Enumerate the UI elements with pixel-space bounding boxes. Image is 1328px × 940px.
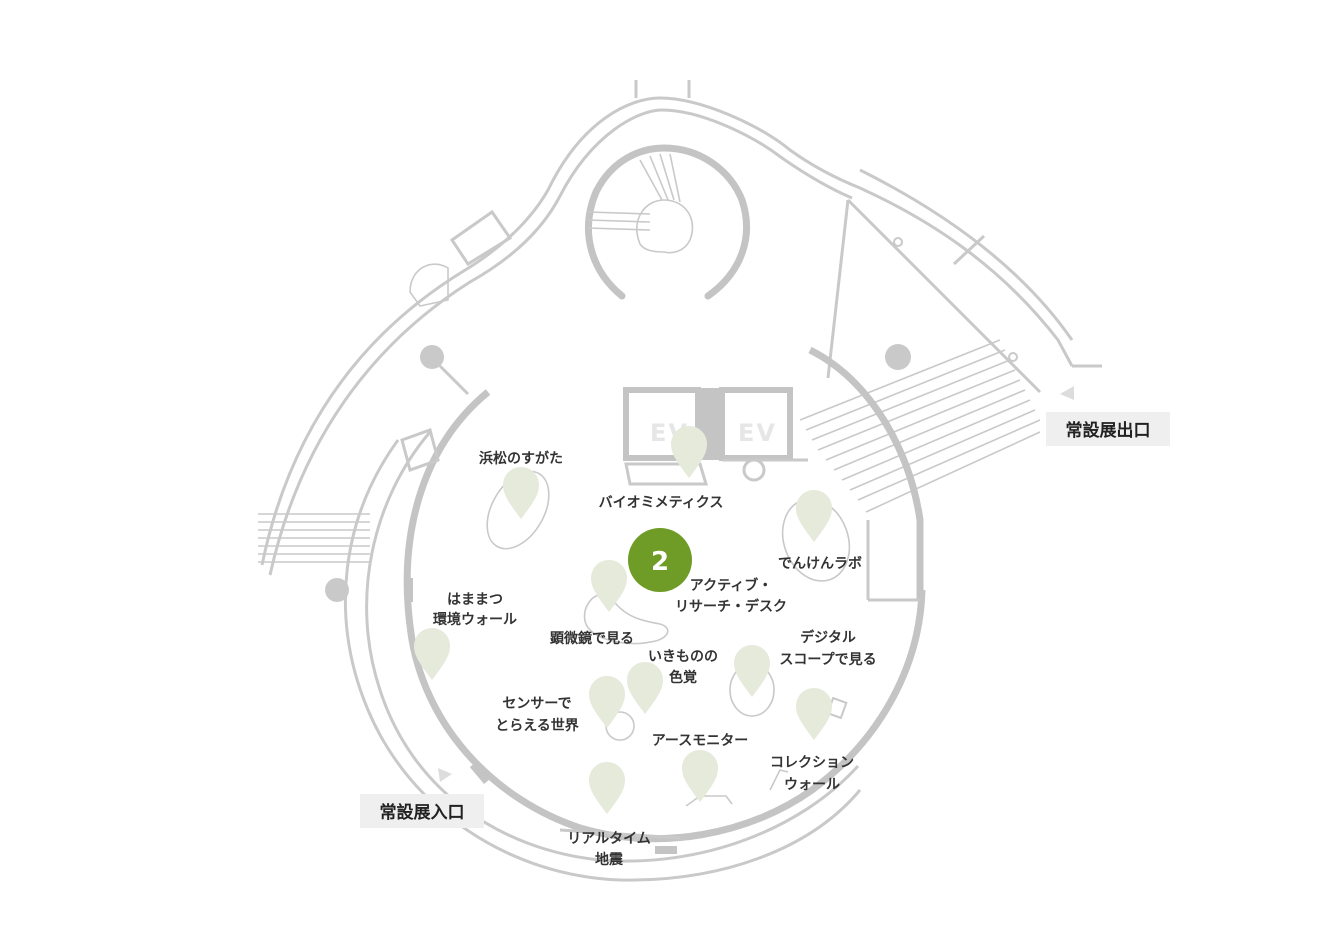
label-environment-wall-line1: はままつ: [447, 592, 503, 608]
label-color-sense-line2: 色覚: [669, 669, 697, 686]
elevator-block: EV EV: [623, 387, 808, 486]
label-digital-scope-line2: スコープで見る: [779, 652, 876, 668]
label-biomimetics: バイオミメティクス: [599, 495, 724, 511]
pin-collection-wall[interactable]: [796, 688, 832, 740]
pin-denken-lab[interactable]: [796, 490, 832, 542]
label-active-research-desk-line1: アクティブ・: [690, 577, 772, 594]
pin-creature-color-sense[interactable]: [627, 662, 663, 714]
label-sensor-world-line1: センサーで: [502, 696, 571, 712]
entrance-marker[interactable]: 常設展入口: [360, 768, 484, 828]
exit-staircase: [799, 198, 1042, 513]
label-active-research-desk-line2: リサーチ・デスク: [675, 598, 787, 615]
label-collection-wall-line2: ウォール: [784, 777, 840, 793]
label-environment-wall-line2: 環境ウォール: [433, 611, 517, 628]
label-realtime-earthquake-line1: リアルタイム: [567, 831, 651, 847]
pin-digital-scope[interactable]: [734, 645, 770, 697]
exit-label: 常設展出口: [1066, 420, 1151, 441]
label-earth-monitor: アースモニター: [652, 733, 748, 749]
active-marker[interactable]: 2: [628, 528, 692, 592]
active-marker-number: 2: [651, 547, 669, 577]
exit-marker[interactable]: 常設展出口: [1046, 386, 1170, 446]
label-collection-wall-line1: コレクション: [770, 755, 854, 771]
label-sensor-world-line2: とらえる世界: [495, 717, 580, 734]
label-digital-scope-line1: デジタル: [800, 629, 856, 646]
elevator-label-2: EV: [738, 419, 777, 447]
pin-earth-monitor[interactable]: [682, 750, 718, 802]
label-microscope: 顕微鏡で見る: [550, 630, 634, 647]
label-color-sense-line1: いきものの: [648, 649, 718, 665]
pin-sensor-world[interactable]: [589, 676, 625, 728]
spiral-staircase: [585, 144, 751, 300]
building-outline: [260, 80, 1102, 602]
label-hamamatsu-sugata: 浜松のすがた: [479, 450, 563, 467]
pin-microscope[interactable]: [591, 560, 627, 612]
pin-hamamatsu-sugata[interactable]: [503, 467, 539, 519]
label-realtime-earthquake-line2: 地震: [595, 851, 624, 868]
pin-realtime-earthquake[interactable]: [589, 762, 625, 814]
label-denken-lab: でんけんラボ: [778, 556, 862, 572]
entrance-label: 常設展入口: [380, 802, 465, 823]
